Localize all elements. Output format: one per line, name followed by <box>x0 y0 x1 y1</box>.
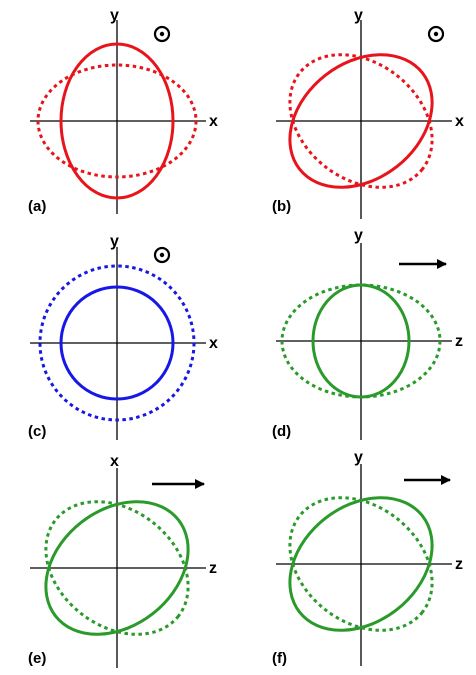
horizontal-axis-label: z <box>209 560 217 577</box>
vertical-axis-label: y <box>354 7 363 24</box>
solid-ellipse <box>288 496 434 632</box>
solid-ellipse <box>59 42 175 200</box>
horizontal-axis-label: x <box>209 335 218 352</box>
panel-c: y x (c) <box>28 233 218 440</box>
solid-ellipse <box>288 53 434 189</box>
solid-ellipse <box>311 283 411 399</box>
dotted-ellipse <box>288 53 434 189</box>
horizontal-axis-label: x <box>455 113 464 130</box>
horizontal-axis-label: z <box>455 556 463 573</box>
out-of-page-icon <box>153 246 171 264</box>
solid-ellipse <box>44 500 190 636</box>
panel-a: y x (a) <box>28 7 218 215</box>
solid-circle <box>59 285 175 401</box>
panel-label: (c) <box>28 423 46 440</box>
out-of-page-icon <box>427 25 445 43</box>
dotted-ellipse <box>44 500 190 636</box>
panel-label: (d) <box>272 423 291 440</box>
vertical-axis-label: y <box>110 7 119 24</box>
vertical-axis-label: y <box>354 227 363 244</box>
vertical-axis-label: x <box>110 453 119 470</box>
panel-label: (a) <box>28 198 46 215</box>
panel-label: (e) <box>28 650 46 667</box>
panel-f: y z (f) <box>272 449 463 667</box>
panel-b: y x (b) <box>272 7 464 219</box>
dotted-ellipse <box>36 63 198 179</box>
out-of-page-icon <box>153 25 171 43</box>
dotted-circle <box>38 264 196 422</box>
horizontal-axis-label: x <box>209 113 218 130</box>
panel-e: x z (e) <box>28 453 217 668</box>
panel-d: y z (d) <box>272 227 463 440</box>
dotted-ellipse <box>288 496 434 632</box>
panel-label: (f) <box>272 650 287 667</box>
vertical-axis-label: y <box>354 449 363 466</box>
panel-label: (b) <box>272 198 291 215</box>
horizontal-axis-label: z <box>455 333 463 350</box>
vertical-axis-label: y <box>110 233 119 250</box>
